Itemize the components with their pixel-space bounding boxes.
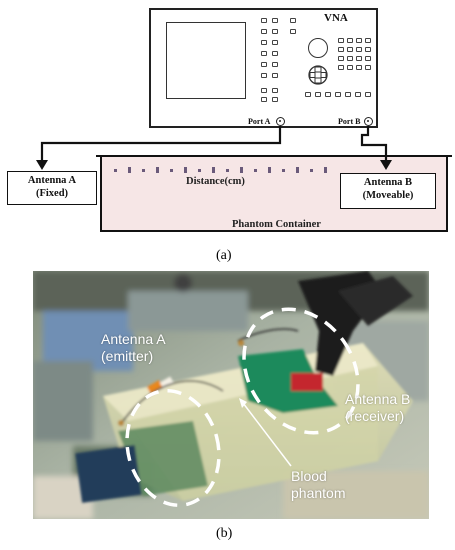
vna-button-icon [315,92,321,97]
vna-button-icon [338,56,344,61]
vna-button-icon [261,62,267,67]
vna-button-icon [356,56,362,61]
vna-knob-icon [308,38,328,58]
vna-button-icon [261,97,267,102]
antenna-b-role: (Moveable) [362,190,414,201]
vna-button-icon [338,38,344,43]
phantom-container-label: Phantom Container [232,219,321,230]
vna-dpad-icon [308,65,328,85]
vna-button-icon [272,97,278,102]
vna-button-icon [325,92,331,97]
vna-button-icon [338,47,344,52]
distance-tick-mark [114,169,117,172]
vna-button-icon [335,92,341,97]
vna-button-icon [338,65,344,70]
vna-button-icon [272,73,278,78]
distance-tick-mark [142,169,145,172]
vna-button-icon [272,40,278,45]
antenna-a-photo-label: Antenna A (emitter) [101,331,166,365]
vna-button-icon [272,88,278,93]
vna-button-icon [347,56,353,61]
vna-button-icon [290,18,296,23]
vna-button-icon [261,73,267,78]
vna-button-icon [305,92,311,97]
vna-button-icon [261,18,267,23]
port-b-label: Port B [338,117,361,126]
distance-tick-mark [240,167,243,173]
vna-button-icon [261,40,267,45]
diagram-lines [36,126,452,173]
port-a-label: Port A [248,117,271,126]
caption-a: (a) [216,248,232,263]
blood-phantom-line1: Blood [291,468,327,484]
distance-tick-mark [184,167,187,173]
distance-tick-mark [212,167,215,173]
distance-tick-mark [282,169,285,172]
caption-b: (b) [216,526,233,541]
distance-tick-mark [156,167,159,173]
arrowhead-icon [380,160,392,170]
port-b-connector-icon [364,117,373,126]
antenna-a-box: Antenna A (Fixed) [7,171,97,205]
vna-button-icon [365,56,371,61]
distance-tick-mark [198,169,201,172]
vna-button-icon [355,92,361,97]
vna-button-icon [365,92,371,97]
antenna-b-name: Antenna B [363,177,413,188]
antenna-b-photo-role: (receiver) [345,408,405,424]
vna-title: VNA [324,12,348,24]
vna-button-icon [356,47,362,52]
vna-button-icon [272,29,278,34]
photo-illustration [33,271,429,519]
distance-tick-mark [226,169,229,172]
vna-button-icon [272,18,278,23]
antenna-a-highlight-ellipse [125,389,221,507]
vna-button-icon [261,88,267,93]
vna-button-icon [365,65,371,70]
blood-phantom-line2: phantom [291,485,346,501]
antenna-a-photo-name: Antenna A [101,331,166,347]
antenna-b-highlight-ellipse [242,307,360,435]
distance-tick-mark [310,169,313,172]
vna-screen [166,22,246,99]
vna-button-icon [365,38,371,43]
port-a-connector-icon [276,117,285,126]
vna-button-icon [261,29,267,34]
vna-button-icon [290,29,296,34]
distance-tick-mark [170,169,173,172]
distance-tick-mark [268,167,271,173]
experiment-photo: Antenna A (emitter) Antenna B (receiver)… [33,271,429,519]
distance-tick-mark [128,167,131,173]
distance-tick-mark [254,169,257,172]
vna-button-icon [356,65,362,70]
antenna-a-name: Antenna A [27,175,77,186]
antenna-b-photo-name: Antenna B [345,391,411,407]
vna-button-icon [272,62,278,67]
distance-tick-mark [324,167,327,173]
vna-button-icon [347,47,353,52]
antenna-a-photo-role: (emitter) [101,348,154,364]
arrowhead-icon [36,160,48,170]
distance-label: Distance(cm) [186,176,245,187]
vna-button-icon [345,92,351,97]
blood-phantom-label: Blood phantom [291,468,345,502]
distance-tick-mark [296,167,299,173]
vna-button-icon [261,51,267,56]
vna-button-icon [356,38,362,43]
vna-button-icon [272,51,278,56]
vna-button-icon [347,65,353,70]
antenna-a-role: (Fixed) [35,188,69,199]
antenna-b-box: Antenna B (Moveable) [340,173,436,209]
antenna-b-photo-label: Antenna B (receiver) [345,391,410,425]
vna-button-icon [365,47,371,52]
vna-button-icon [347,38,353,43]
